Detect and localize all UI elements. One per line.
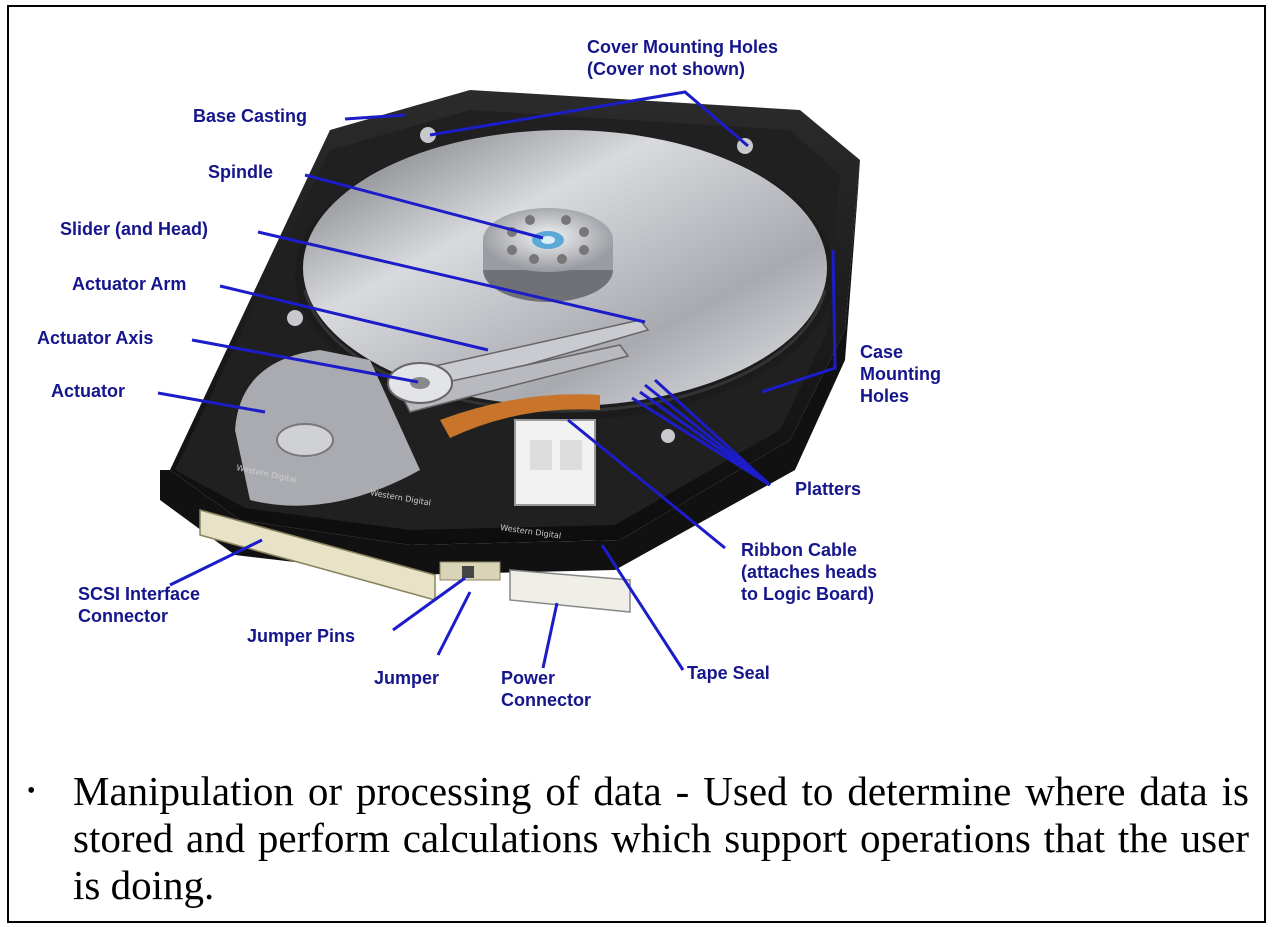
leader-tape-seal: [600, 544, 685, 671]
leader-jumper-pins: [392, 576, 466, 632]
leader-actuator-axis: [191, 338, 419, 384]
jumper-block: [439, 561, 501, 581]
label-case-mounting-holes: Case Mounting Holes: [860, 342, 941, 406]
leader-jumper: [436, 591, 472, 656]
actuator-arm: [387, 319, 650, 413]
leader-scsi: [169, 538, 263, 587]
hard-drive-diagram: Western Digital Western Digital Western …: [37, 37, 941, 710]
label-ribbon-cable: Ribbon Cable (attaches heads to Logic Bo…: [741, 540, 878, 604]
label-slider-head: Slider (and Head): [60, 219, 209, 239]
leader-platter-1: [653, 378, 772, 487]
label-tape-seal: Tape Seal: [687, 663, 770, 683]
label-jumper: Jumper: [374, 668, 440, 688]
case-screws: [287, 127, 753, 443]
label-base-casting: Base Casting: [193, 106, 308, 126]
leader-power: [541, 602, 559, 669]
label-spindle: Spindle: [208, 162, 274, 182]
leader-actuator: [157, 391, 266, 414]
label-jumper-pins: Jumper Pins: [247, 626, 356, 646]
leader-slider: [257, 230, 646, 324]
label-power-connector: Power Connector: [501, 668, 591, 710]
leader-platter-3: [639, 390, 771, 487]
leader-ribbon-cable: [567, 418, 726, 550]
actuator-magnet: [235, 350, 420, 506]
leader-platter-4: [631, 396, 771, 487]
label-scsi-connector: SCSI Interface Connector: [78, 584, 201, 626]
leader-base-casting: [344, 113, 406, 121]
ribbon-cable: [440, 394, 600, 506]
label-cover-mounting-holes: Cover Mounting Holes (Cover not shown): [587, 37, 779, 79]
bullet-marker: •: [27, 778, 36, 804]
label-actuator-axis: Actuator Axis: [37, 328, 154, 348]
label-actuator-arm: Actuator Arm: [72, 274, 187, 294]
leader-spindle: [304, 173, 544, 240]
leader-cover-holes: [429, 90, 749, 148]
bullet-text: Manipulation or processing of data - Use…: [73, 768, 1249, 908]
leader-lines: [157, 90, 837, 671]
leader-actuator-arm: [219, 284, 489, 352]
leader-case-holes: [761, 249, 837, 394]
label-actuator: Actuator: [51, 381, 126, 401]
hard-drive-illustration: Western Digital Western Digital Western …: [157, 90, 860, 671]
label-platters: Platters: [795, 479, 862, 499]
power-connector-block: [509, 569, 631, 613]
